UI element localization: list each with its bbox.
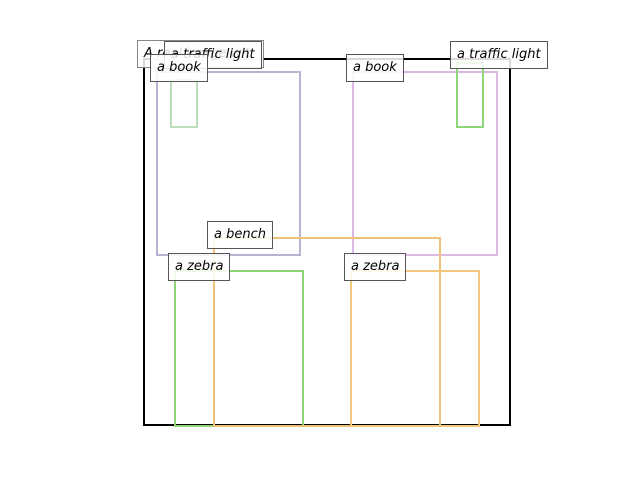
label-traffic-light-right: a traffic light (450, 41, 548, 69)
bbox-book-right (352, 71, 498, 256)
bbox-traffic-light-right (456, 62, 484, 128)
label-zebra-right: a zebra (344, 253, 407, 281)
label-bench: a bench (207, 221, 273, 249)
label-zebra-left: a zebra (168, 253, 231, 281)
bbox-bench (213, 237, 441, 427)
bbox-zebra-right (350, 270, 480, 427)
label-book-right: a book (346, 54, 404, 82)
label-book-left: a book (150, 54, 208, 82)
